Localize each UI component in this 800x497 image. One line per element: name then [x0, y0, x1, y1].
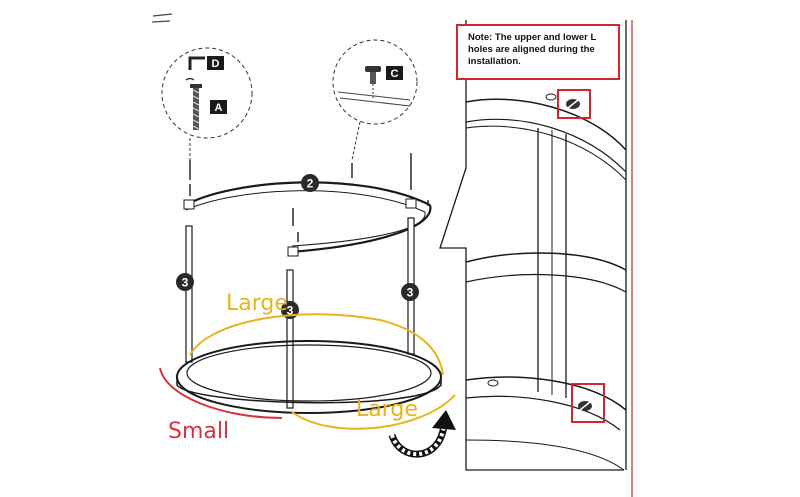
- callout-leg-left-number: 3: [182, 276, 189, 290]
- detail-panel: [439, 20, 633, 497]
- detail-bubble-washer: C: [332, 39, 418, 161]
- installation-note: Note: The upper and lower L holes are al…: [456, 24, 620, 80]
- annotation-large-bottom-text: Large: [356, 397, 418, 422]
- part-label-c: C: [391, 68, 399, 80]
- bottom-ring: [176, 340, 442, 414]
- annotation-large-top-text: Large: [226, 291, 288, 316]
- callout-leg-right-number: 3: [407, 286, 414, 300]
- part-label-d-box: [207, 56, 224, 70]
- washer-icon: [365, 66, 381, 100]
- legs: [185, 217, 415, 409]
- hex-key-icon: [188, 56, 205, 70]
- annotation-small-text: Small: [168, 419, 229, 444]
- rotate-arrow-icon: [388, 410, 456, 458]
- screw-icon: [190, 84, 202, 130]
- upper-hole-highlight: [557, 89, 591, 119]
- table-frame: [176, 153, 442, 414]
- part-label-a-box: [210, 100, 227, 114]
- callout-leg-center-number: 3: [287, 304, 294, 318]
- top-ring: [183, 181, 432, 257]
- annotation-large-bottom: Large: [291, 394, 456, 430]
- annotation-small: Small: [159, 367, 283, 444]
- callout-leg-left: 3: [176, 273, 194, 291]
- annotation-large-top: Large: [189, 291, 444, 376]
- part-label-c-box: [386, 66, 403, 80]
- installation-note-text: Note: The upper and lower L holes are al…: [468, 32, 597, 67]
- callout-ring-top-number: 2: [307, 177, 314, 191]
- callout-leg-right: 3: [401, 283, 419, 301]
- part-label-d: D: [212, 58, 220, 70]
- top-screws: [189, 153, 429, 242]
- lower-hole-highlight: [571, 383, 605, 423]
- callout-ring-top: 2: [301, 174, 319, 192]
- part-label-a: A: [215, 102, 223, 114]
- corner-scribble: [151, 13, 173, 23]
- detail-bubble-screw-key: D A: [161, 47, 253, 160]
